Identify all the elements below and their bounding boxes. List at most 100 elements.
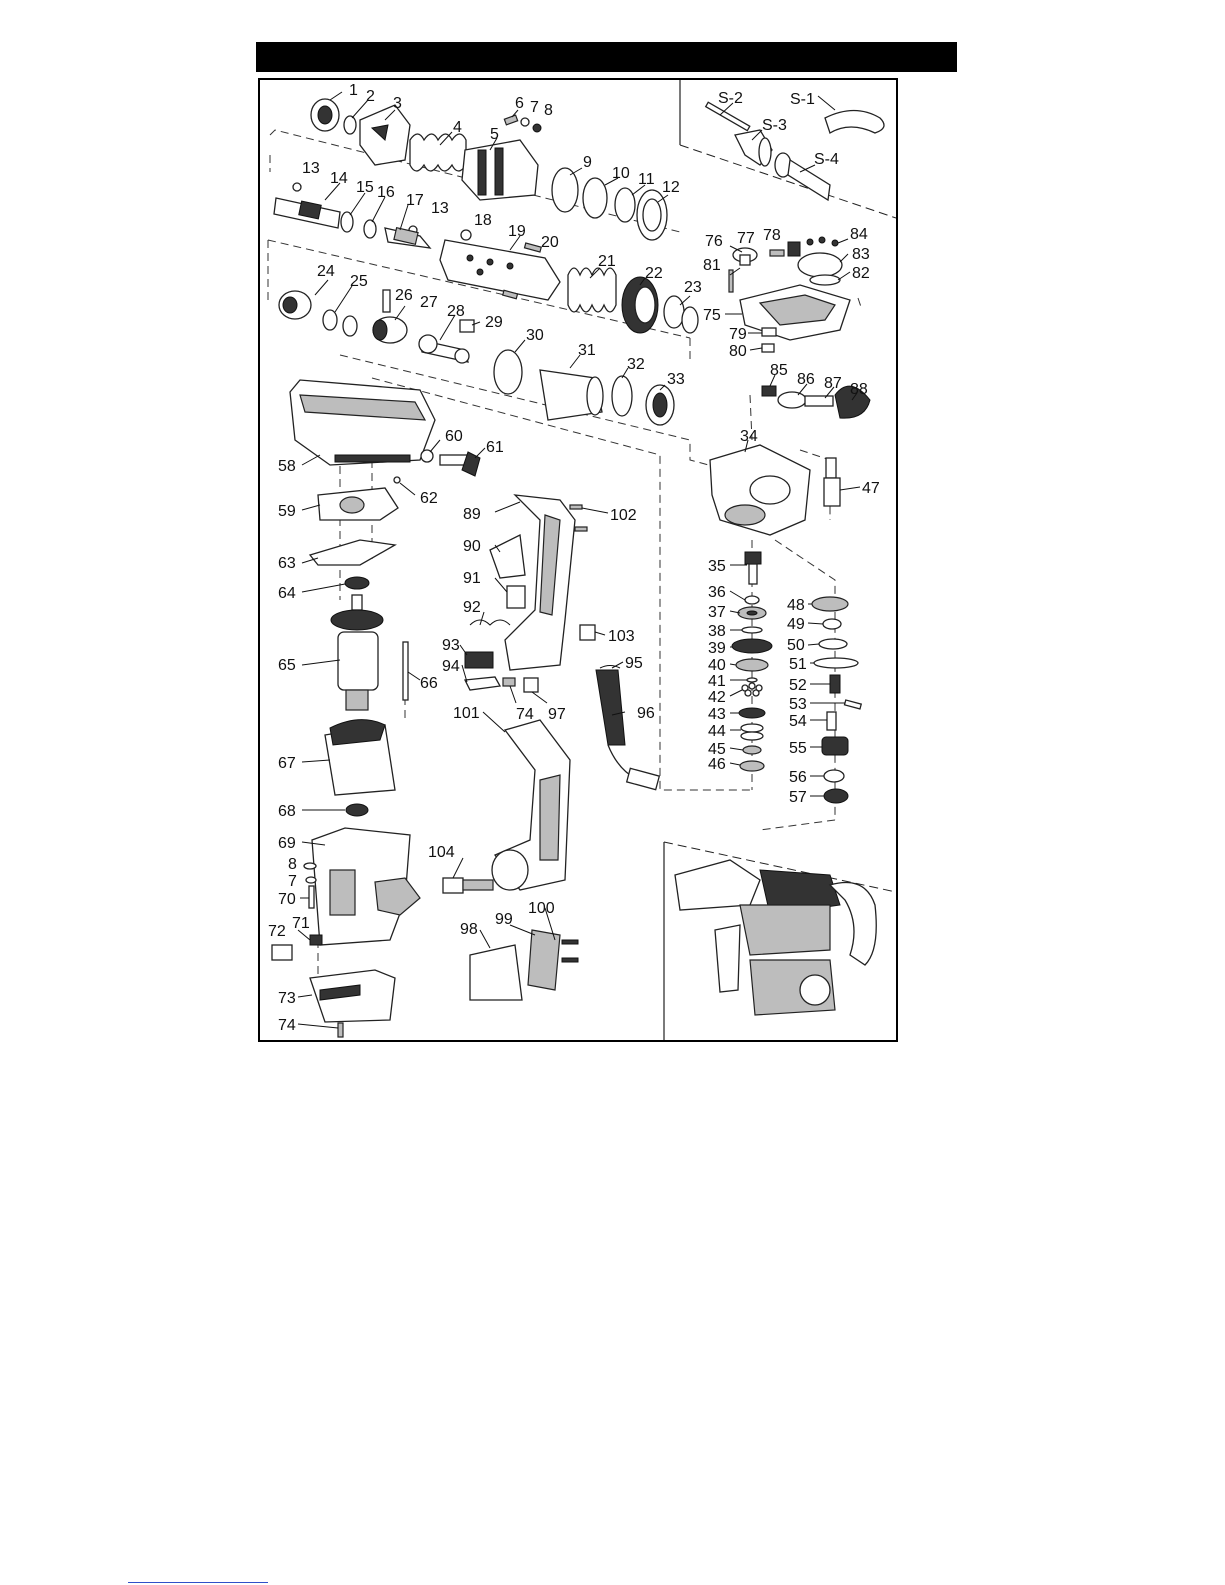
label-81: 81 [703, 257, 721, 274]
part-19-cylinder [439, 239, 561, 301]
part-27-bearing [372, 316, 408, 344]
part-101-rear-handle [491, 719, 571, 891]
label-20: 20 [541, 234, 559, 251]
title-bar [256, 42, 957, 72]
part-59-bracket [317, 487, 399, 521]
leader-lines [297, 91, 861, 1029]
part-57-bearing [823, 788, 849, 804]
part-3-chuck-sleeve [359, 104, 411, 166]
label-44: 44 [708, 723, 726, 740]
label-3: 3 [393, 95, 402, 112]
label-101: 101 [453, 705, 480, 722]
part-65-armature [330, 594, 384, 711]
label-32: 32 [627, 356, 645, 373]
part-83-cover [797, 252, 843, 278]
label-50: 50 [787, 637, 805, 654]
part-45-ring [742, 745, 762, 755]
label-86: 86 [797, 371, 815, 388]
assembled-tool-view [674, 859, 877, 1016]
part-23-ring-b [681, 306, 699, 334]
part-81-screw [728, 269, 734, 293]
part-5-tool-holder [461, 139, 539, 201]
label-76: 76 [705, 233, 723, 250]
label-102: 102 [610, 507, 637, 524]
label-15: 15 [356, 179, 374, 196]
label-12: 12 [662, 179, 680, 196]
part-86-plate [777, 391, 807, 409]
label-s4: S-4 [814, 151, 839, 168]
label-74: 74 [278, 1017, 296, 1034]
part-74-screw [337, 1022, 344, 1038]
part-56-bearing [823, 769, 845, 783]
label-98: 98 [460, 921, 478, 938]
part-103-bushing [579, 624, 596, 641]
part-39-gear [731, 638, 773, 654]
label-31: 31 [578, 342, 596, 359]
label-8-motor: 8 [288, 856, 297, 873]
part-21-spring [567, 267, 617, 313]
part-41-ring [746, 677, 758, 683]
part-90-switch-cover [489, 534, 526, 579]
label-13-top: 13 [302, 160, 320, 177]
label-1: 1 [349, 82, 358, 99]
label-14: 14 [330, 170, 348, 187]
label-57: 57 [789, 789, 807, 806]
label-51: 51 [789, 656, 807, 673]
part-33-nut [645, 384, 675, 426]
label-48: 48 [787, 597, 805, 614]
label-41: 41 [708, 673, 726, 690]
part-40-clutch [735, 658, 769, 672]
label-36: 36 [708, 584, 726, 601]
part-36-bearing [744, 595, 760, 605]
part-64-bearing [344, 576, 370, 590]
label-89: 89 [463, 506, 481, 523]
label-7: 7 [530, 99, 539, 116]
part-47-crank-shaft [823, 457, 841, 507]
label-71: 71 [292, 915, 310, 932]
part-52-spring [829, 674, 841, 694]
part-67-stator [324, 719, 396, 796]
part-18-ball [460, 229, 472, 241]
label-29: 29 [485, 314, 503, 331]
label-46: 46 [708, 756, 726, 773]
part-labels: 1 2 3 4 5 6 7 8 9 10 11 12 13 14 15 16 1… [268, 82, 880, 1034]
label-45: 45 [708, 741, 726, 758]
label-10: 10 [612, 165, 630, 182]
part-68-bearing [345, 803, 369, 817]
label-56: 56 [789, 769, 807, 786]
part-25-ring-b [342, 315, 358, 337]
part-100-screw-b [561, 957, 579, 963]
label-79: 79 [729, 326, 747, 343]
label-63: 63 [278, 555, 296, 572]
part-4-spring [409, 133, 467, 172]
part-7-8-screw-parts [303, 862, 317, 884]
label-83: 83 [852, 246, 870, 263]
part-1-nose-cap [310, 98, 340, 132]
part-32-circlip [611, 375, 633, 417]
label-104: 104 [428, 844, 455, 861]
label-11: 11 [638, 171, 655, 188]
label-90: 90 [463, 538, 481, 555]
label-77: 77 [737, 230, 755, 247]
label-39: 39 [708, 640, 726, 657]
label-61: 61 [486, 439, 504, 456]
label-85: 85 [770, 362, 788, 379]
label-75: 75 [703, 307, 721, 324]
part-14-striker [273, 197, 341, 229]
part-29-pin [459, 319, 475, 333]
label-70: 70 [278, 891, 296, 908]
part-49-ring [822, 618, 842, 630]
part-16-ring [363, 219, 377, 239]
part-25-ring [322, 309, 338, 331]
label-82: 82 [852, 265, 870, 282]
label-87: 87 [824, 375, 842, 392]
part-84-screws [806, 236, 839, 247]
part-37-bearing [737, 606, 767, 620]
label-99: 99 [495, 911, 513, 928]
part-61-cam [439, 451, 481, 477]
part-35-pinion [744, 551, 762, 585]
part-12-seal [636, 189, 668, 241]
part-24-bushing [278, 290, 312, 320]
label-9: 9 [583, 154, 592, 171]
